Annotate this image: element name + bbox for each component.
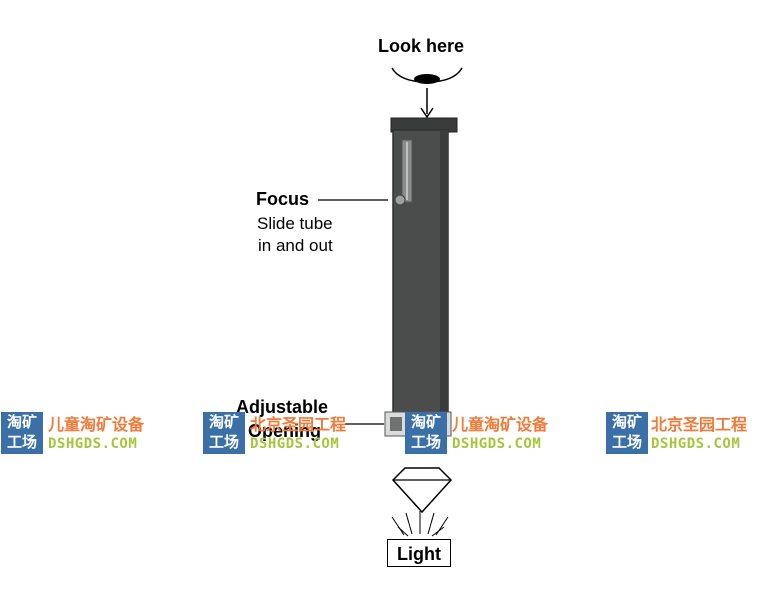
light-rays xyxy=(391,511,449,537)
watermark-logo-text-1: 淘矿 xyxy=(410,413,441,431)
watermark-logo: 淘矿 工场 xyxy=(606,412,648,454)
watermark-title: 儿童淘矿设备 xyxy=(452,415,549,434)
tube-shading xyxy=(440,130,448,415)
watermark-url: DSHGDS.COM xyxy=(452,436,542,452)
watermark-3: 淘矿 工场 儿童淘矿设备 DSHGDS.COM xyxy=(404,410,579,456)
watermark-logo-text-1: 淘矿 xyxy=(208,413,239,431)
watermark-url: DSHGDS.COM xyxy=(651,436,741,452)
watermark-logo-text-1: 淘矿 xyxy=(6,413,37,431)
watermark-title: 北京圣园工程 xyxy=(250,415,347,434)
look-arrow-head xyxy=(420,107,434,119)
opening-label: Opening xyxy=(248,421,321,441)
focus-label: Focus xyxy=(256,189,310,209)
adjustable-opening-slot xyxy=(390,417,402,431)
eye-icon xyxy=(414,74,440,84)
watermark-url: DSHGDS.COM xyxy=(48,436,138,452)
focus-knob xyxy=(394,194,406,206)
watermark-logo-text-2: 工场 xyxy=(6,433,37,451)
watermark-title: 北京圣园工程 xyxy=(651,415,748,434)
watermark-logo-text-2: 工场 xyxy=(611,433,642,451)
tube-body xyxy=(392,129,449,416)
diamond-icon xyxy=(391,467,453,514)
watermark-logo: 淘矿 工场 xyxy=(203,412,245,454)
adjustable-label: Adjustable xyxy=(236,397,329,417)
watermark-2: 淘矿 工场 北京圣园工程 DSHGDS.COM xyxy=(202,410,377,456)
watermark-logo-text-1: 淘矿 xyxy=(611,413,642,431)
focus-desc-line-2: in and out xyxy=(258,236,333,255)
watermark-logo-text-2: 工场 xyxy=(410,433,441,451)
focus-desc-line-1: Slide tube xyxy=(257,214,333,233)
watermark-4: 淘矿 工场 北京圣园工程 DSHGDS.COM xyxy=(605,410,768,456)
watermark-logo-text-2: 工场 xyxy=(208,433,239,451)
watermark-url: DSHGDS.COM xyxy=(250,436,340,452)
watermark-logo: 淘矿 工场 xyxy=(1,412,43,454)
light-label: Light xyxy=(397,544,441,564)
watermark-logo: 淘矿 工场 xyxy=(405,412,447,454)
look-here-label: Look here xyxy=(378,36,465,56)
watermark-1: 淘矿 工场 儿童淘矿设备 DSHGDS.COM xyxy=(0,410,175,456)
watermark-title: 儿童淘矿设备 xyxy=(48,415,145,434)
light-box: Light xyxy=(387,539,451,567)
